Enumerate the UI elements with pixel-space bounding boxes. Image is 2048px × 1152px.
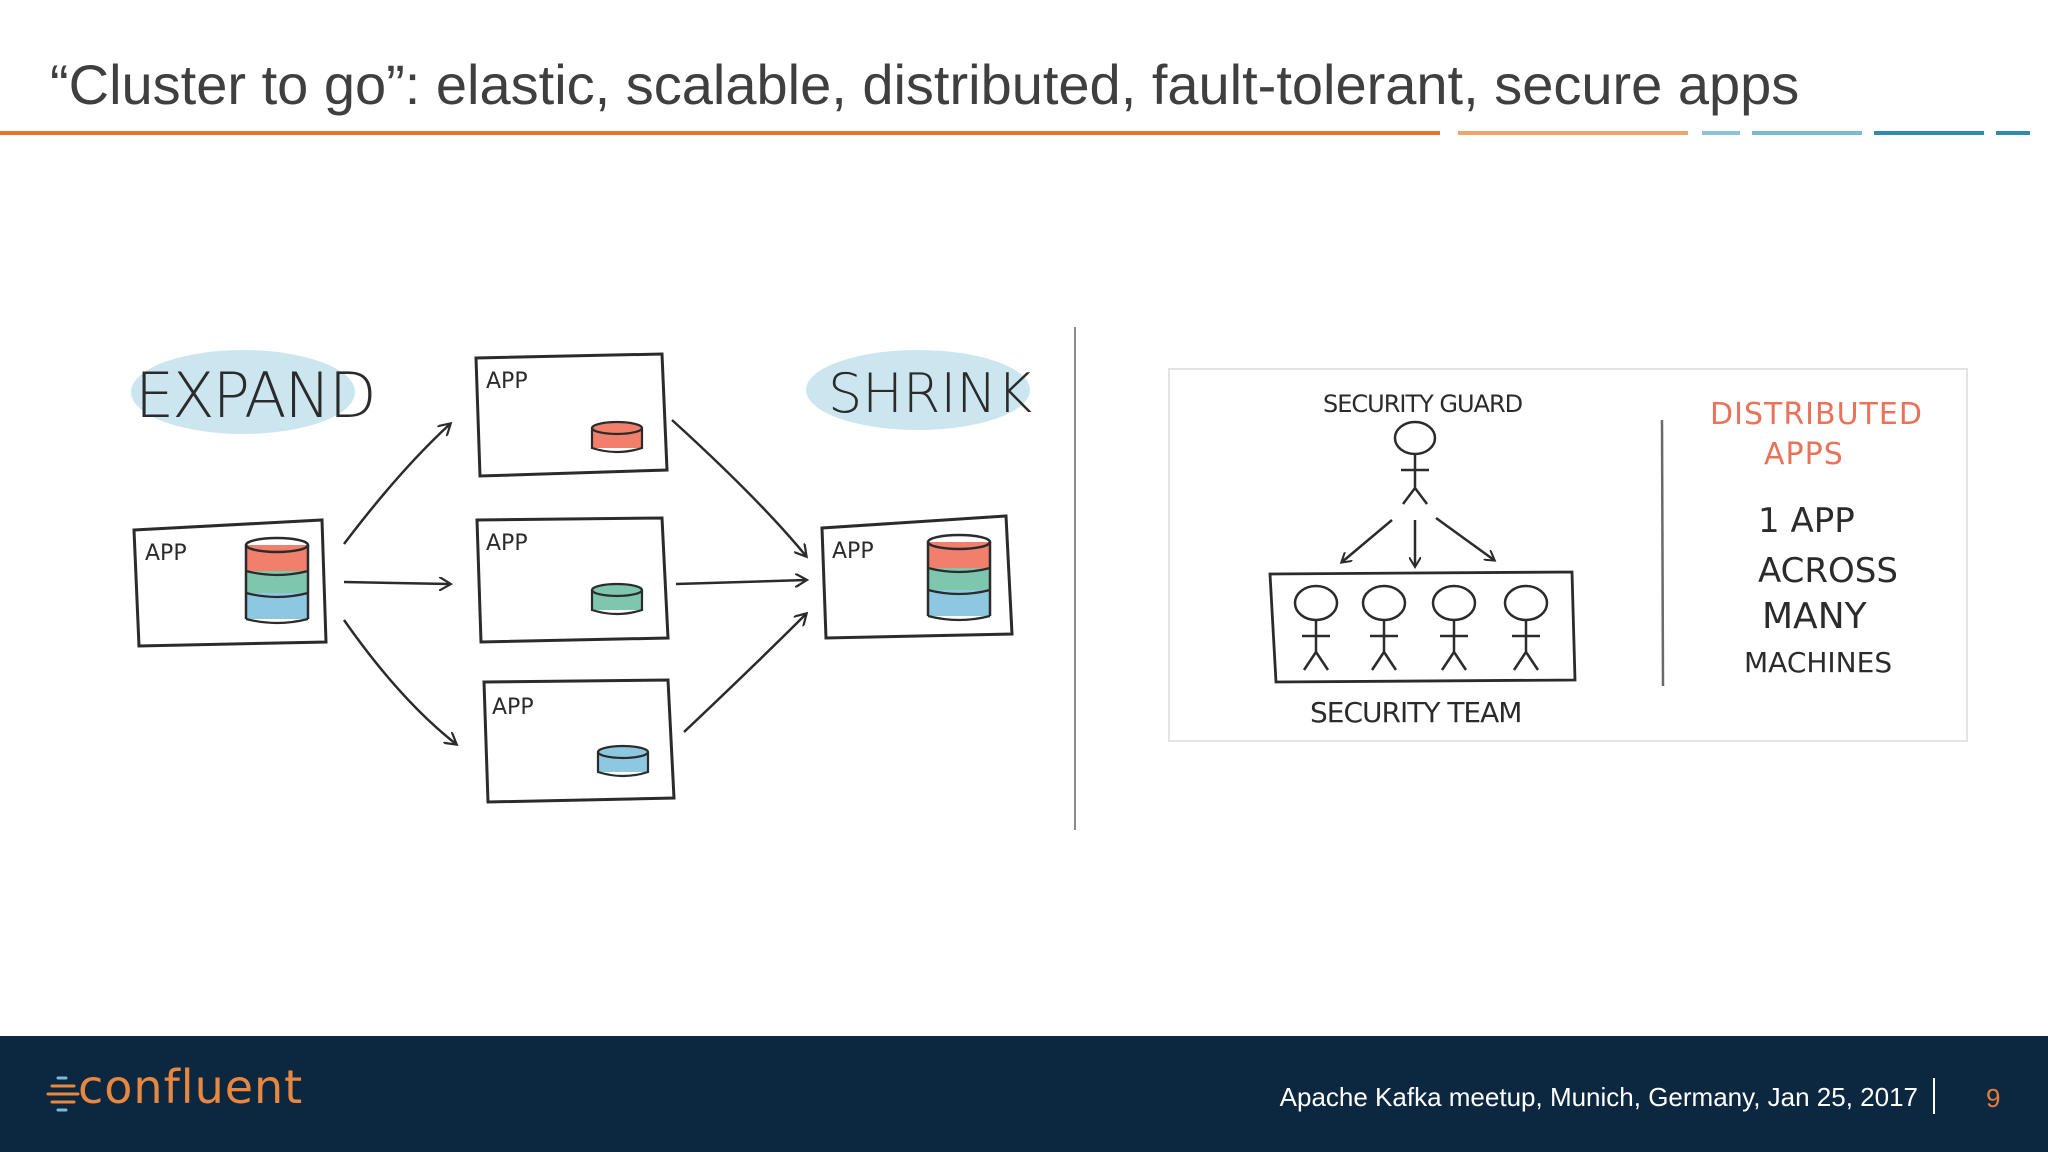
source-datastore-icon xyxy=(244,536,310,625)
footer-bar xyxy=(0,1036,2048,1152)
app-box-bottom: APP xyxy=(482,678,676,804)
desc-line-4: MACHINES xyxy=(1744,646,1892,679)
app-label: APP xyxy=(832,539,874,564)
app-label: APP xyxy=(486,531,528,556)
arrow-shrink-bottom xyxy=(683,614,806,733)
desc-line-2: ACROSS xyxy=(1758,551,1898,591)
security-panel: SECURITY GUARD xyxy=(1168,368,1968,742)
arrow-guard-left xyxy=(1342,519,1393,562)
arrow-expand-top xyxy=(343,424,450,545)
arrow-shrink-top xyxy=(671,419,806,556)
arrow-guard-right xyxy=(1435,516,1494,560)
distributed-title: DISTRIBUTED xyxy=(1710,397,1923,432)
title-rule-blue-1 xyxy=(1702,131,1740,135)
shrink-highlight xyxy=(806,350,1030,430)
shard-icon-green xyxy=(590,582,644,616)
shrink-label: SHRINK xyxy=(828,362,1032,425)
arrow-expand-middle xyxy=(343,582,450,584)
shard-icon-red xyxy=(590,420,644,454)
shrink-label-group: SHRINK xyxy=(806,350,1032,430)
team-member-icon xyxy=(1431,584,1477,671)
title-rule-blue-3 xyxy=(1874,131,1984,135)
target-datastore-icon xyxy=(926,533,992,622)
app-label: APP xyxy=(486,369,528,394)
footer-event: Apache Kafka meetup, Munich, Germany, Ja… xyxy=(1279,1082,1918,1112)
title-rule-orange xyxy=(0,131,1440,135)
app-box-top: APP xyxy=(474,352,669,478)
team-label: SECURITY TEAM xyxy=(1310,696,1521,729)
title-rule-orange-light xyxy=(1458,131,1688,135)
team-member-icon xyxy=(1361,584,1407,671)
security-diagram: SECURITY GUARD xyxy=(1268,390,1923,729)
desc-line-1: 1 APP xyxy=(1758,501,1855,541)
expand-shrink-diagram: EXPAND SHRINK APP APP APP xyxy=(131,350,1032,804)
footer-divider xyxy=(1933,1078,1935,1114)
confluent-logo-icon xyxy=(46,1076,80,1112)
distributed-subtitle: APPS xyxy=(1764,437,1844,472)
app-label: APP xyxy=(145,541,187,566)
shard-icon-blue xyxy=(596,744,650,778)
team-member-icon xyxy=(1293,584,1339,671)
expand-label: EXPAND xyxy=(135,359,375,432)
desc-line-3: MANY xyxy=(1762,596,1868,637)
arrow-shrink-middle xyxy=(675,580,806,584)
source-app-box: APP xyxy=(132,518,328,648)
diagram-separator xyxy=(1074,327,1076,830)
target-app-box: APP xyxy=(820,514,1014,640)
app-box-middle: APP xyxy=(475,516,670,644)
arrow-expand-bottom xyxy=(342,619,456,744)
app-label: APP xyxy=(492,695,534,720)
expand-highlight xyxy=(131,350,355,434)
expand-label-group: EXPAND xyxy=(131,350,377,434)
team-member-icon xyxy=(1503,584,1549,671)
guard-label: SECURITY GUARD xyxy=(1323,390,1523,418)
confluent-logo-text: confluent xyxy=(78,1060,304,1114)
panel-divider xyxy=(1660,419,1665,687)
slide-title: “Cluster to go”: elastic, scalable, dist… xyxy=(50,53,1800,116)
title-rule-blue-2 xyxy=(1752,131,1862,135)
page-number: 9 xyxy=(1986,1083,2001,1113)
team-box xyxy=(1268,570,1577,684)
guard-figure-icon xyxy=(1393,420,1437,505)
title-rule-blue-4 xyxy=(1996,131,2030,135)
